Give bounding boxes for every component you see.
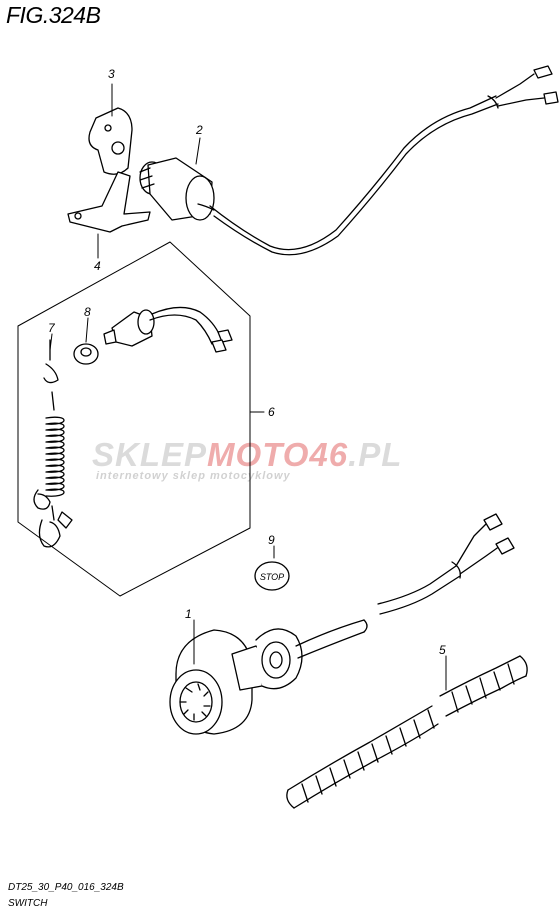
connector-terminal (483, 513, 503, 531)
main-switch-lead-wires (455, 523, 501, 575)
watermark-tagline: internetowy sklep motocyklowy (96, 470, 291, 482)
spiral-wrap-part-5 (286, 655, 528, 809)
callout-1: 1 (185, 607, 192, 621)
switch-lead-wires (495, 73, 545, 107)
callout-4: 4 (94, 259, 101, 273)
switch-cable-end (487, 95, 499, 109)
stop-label-text: STOP (260, 572, 284, 582)
connector-terminal (495, 537, 515, 555)
diagram-code: DT25_30_P40_016_324B (8, 882, 124, 893)
callout-leader (195, 137, 201, 165)
callout-2: 2 (195, 123, 203, 137)
callout-3: 3 (108, 67, 115, 81)
mounting-bracket-part-4 (67, 171, 151, 233)
callout-leader (85, 317, 89, 343)
callout-6: 6 (268, 405, 275, 419)
callout-7: 7 (48, 321, 56, 335)
watermark-brand-prefix: SKLEP (92, 436, 208, 473)
switch-cable-edge (213, 103, 499, 256)
callout-8: 8 (84, 305, 91, 319)
main-switch-part-1 (169, 619, 368, 735)
stop-switch-part-2 (139, 157, 215, 221)
connector-terminal (543, 91, 559, 105)
figure-title: FIG.324B (6, 2, 101, 28)
lanyard-part-7 (33, 339, 73, 548)
callout-leader (49, 333, 53, 351)
callout-5: 5 (439, 643, 446, 657)
kit-outline-part-6 (17, 241, 251, 597)
nut-part-8 (73, 343, 99, 365)
bracket-plate-part-3 (88, 107, 133, 175)
main-switch-cable-end (451, 561, 461, 579)
main-switch-cable (377, 565, 461, 615)
diagram-caption: SWITCH (8, 898, 48, 909)
callout-9: 9 (268, 533, 275, 547)
switch-assembly-in-kit (103, 306, 233, 353)
switch-cable (209, 95, 497, 251)
watermark-brand-suffix: .PL (348, 436, 403, 473)
watermark-brand-highlight: MOTO46 (207, 436, 349, 473)
watermark-brand: SKLEPMOTO46.PL (92, 436, 402, 474)
connector-terminal (533, 65, 553, 79)
stop-label-part-9: STOP (254, 561, 290, 591)
